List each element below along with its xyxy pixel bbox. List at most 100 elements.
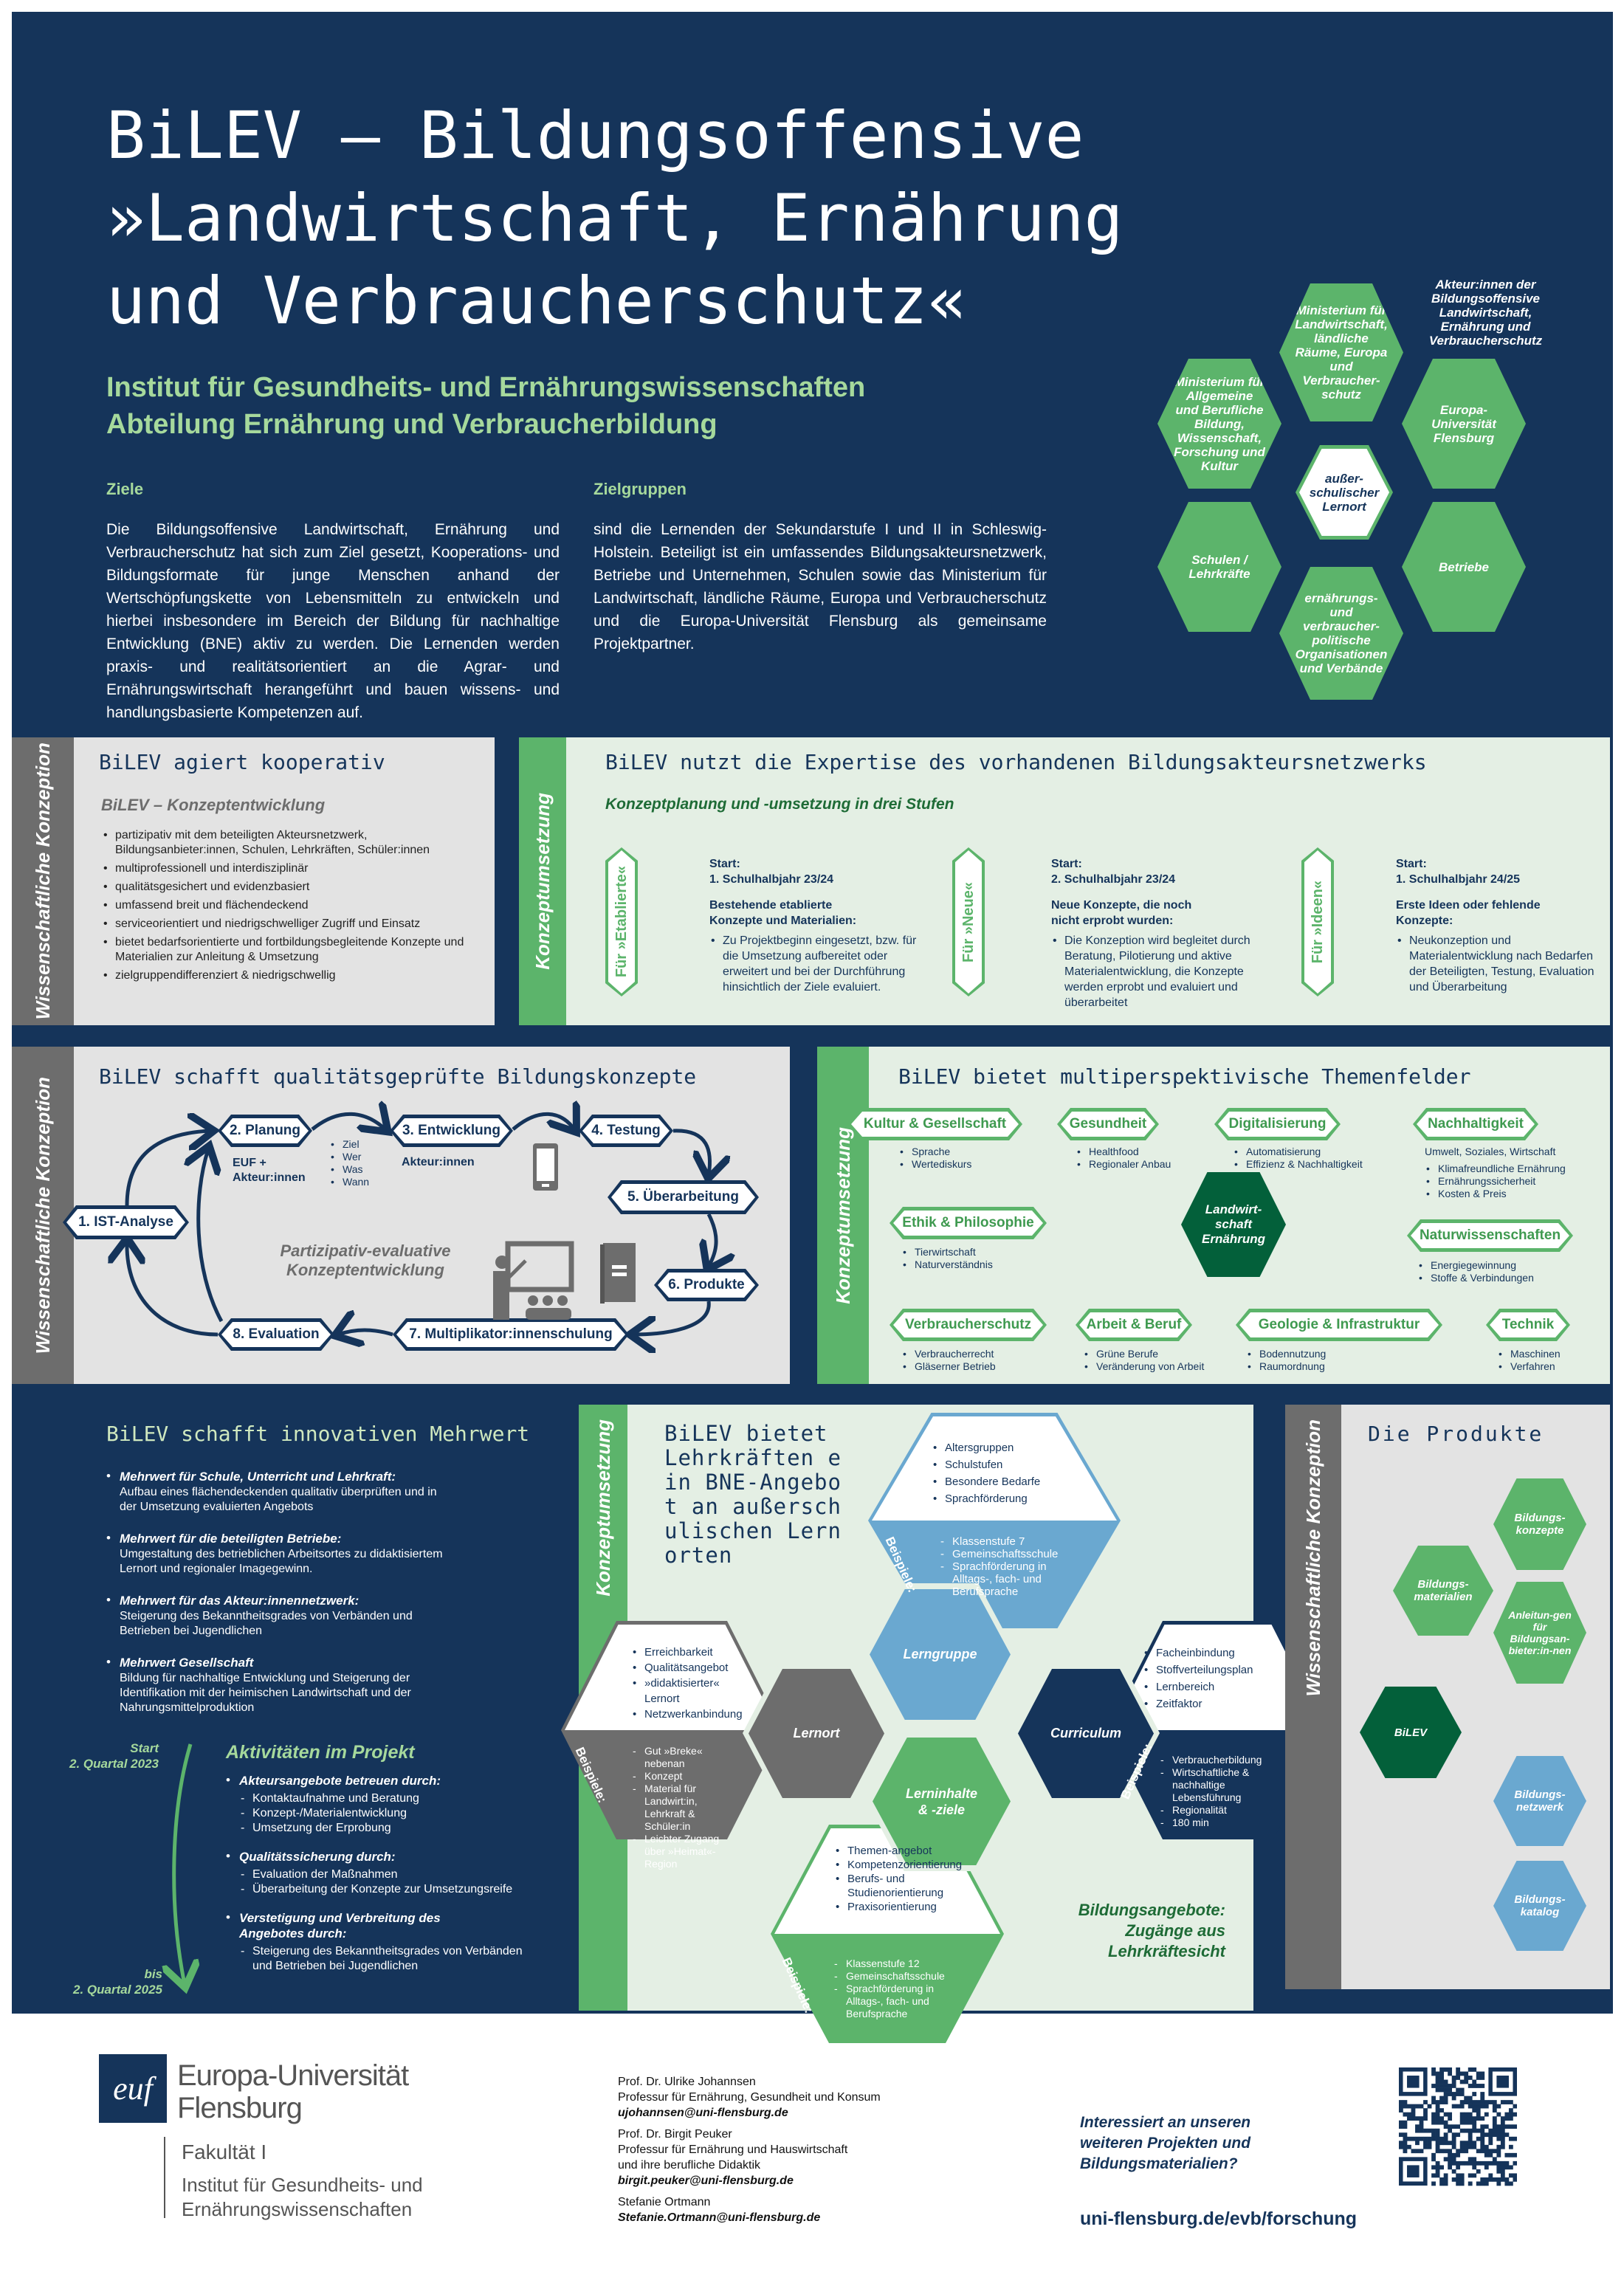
planung-point: Wann [329,1176,369,1188]
aktivitaet-group: •Qualitätssicherung durch:Evaluation der… [226,1849,551,1897]
aktivitaet-items: Steigerung des Bekanntheitsgrades von Ve… [239,1944,534,1974]
cta-line: Interessiert an unseren [1080,2114,1251,2131]
aktivitaeten-title: Aktivitäten im Projekt [226,1742,415,1763]
bullet-dot: • [226,1773,230,1787]
contact-email[interactable]: birgit.peuker@uni-flensburg.de [618,2174,794,2187]
lernort-aspect: Erreichbarkeit [631,1645,720,1660]
themenfeld-tag: Arbeit & Beruf [1076,1309,1192,1341]
ziele-heading: Ziele [106,480,144,498]
website-link[interactable]: uni-flensburg.de/evb/forschung [1080,2208,1358,2229]
lernorte-caption: Bildungsangebote: Zugänge aus Lehrkräfte… [1033,1900,1225,1962]
expertise-sidebar: Konzeptumsetzung [519,737,566,1025]
kooperativ-item: zielgruppendifferenziert & niedrigschwel… [102,968,478,983]
institute-subtitle: Institut für Gesundheits- und Ernährungs… [106,369,865,443]
lerninhalte-example: Klassenstufe 12 [833,1957,951,1970]
process-step-multiplikator: 7. Multiplikator:innenschulung [393,1318,629,1351]
kooperativ-item: serviceorientiert und niedrigschwelliger… [102,917,478,932]
expertise-title: BiLEV nutzt die Expertise des vorhandene… [605,750,1427,774]
stage-bullet: Zu Projektbeginn eingesetzt, bzw. für di… [709,933,923,995]
lernort-aspect: »didaktisierter« Lernort [631,1676,720,1707]
qr-code[interactable] [1399,2067,1517,2189]
process-step-produkte: 6. Produkte [654,1269,759,1301]
contact-role: und ihre berufliche Didaktik [618,2159,760,2172]
planung-point: Ziel [329,1138,369,1151]
lernort-hex: Lernort [749,1669,884,1798]
zielgruppen-section: Zielgruppen sind die Lernenden der Sekun… [593,480,1047,655]
sidebar-label: Konzeptumsetzung [531,793,554,970]
planung-note: EUF + Akteur:innen [233,1157,306,1184]
stage-bullets: Neukonzeption und Materialentwicklung na… [1396,933,1610,995]
mehrwert-text: Bildung für nachhaltige Entwicklung und … [120,1672,411,1714]
lerninhalte-example: Gemeinschaftsschule [833,1970,951,1983]
mehrwert-item: •Mehrwert für das Akteur:innennetzwerk:S… [106,1593,461,1639]
process-step-testung: 4. Testung [579,1115,673,1147]
stage-tag-label: Für »Ideen« [1309,880,1326,964]
themenfeld-details: EnergiegewinnungStoffe & Verbindungen [1417,1259,1534,1284]
themenfeld-item: Klimafreundliche Ernährung [1425,1163,1566,1175]
themenfeld-details: MaschinenVerfahren [1497,1348,1561,1373]
curriculum-aspects: FacheinbindungStoffverteilungsplanLernbe… [1143,1645,1253,1712]
curriculum-example: Regionalität [1159,1804,1255,1817]
themen-title: BiLEV bietet multiperspektivische Themen… [898,1064,1471,1089]
stage-heading: Neue Konzepte, die noch nicht erprobt wu… [1051,899,1192,927]
tablet-icon [533,1143,558,1191]
lernort-example: Gut »Breke« nebenan [631,1745,734,1770]
lerngruppe-aspect: Schulstufen [932,1456,1040,1473]
themenfeld-label: Digitalisierung [1228,1116,1327,1132]
themenfeld-item: Naturverständnis [901,1258,993,1271]
timeline-end-label: bis [144,1967,162,1981]
themenfeld-tag: Kultur & Gesellschaft [847,1108,1022,1140]
ziele-section: Ziele Die Bildungsoffensive Landwirtscha… [106,480,560,724]
themenfeld-label: Gesundheit [1069,1116,1147,1132]
kooperativ-subtitle: BiLEV – Konzeptentwicklung [101,796,326,814]
lerninhalte-examples: Klassenstufe 12GemeinschaftsschuleSprach… [833,1957,951,2020]
aktivitaet-group: •Verstetigung und Verbreitung des Angebo… [226,1910,551,1974]
lerninhalte-aspects: Themen-angebotKompetenzorientierungBeruf… [834,1844,962,1914]
sidebar-label: Wissenschaftliche Konzeption [31,1076,54,1354]
aktivitaet-item: Kontaktaufnahme und Beratung [239,1791,534,1806]
bullet-dot: • [226,1849,230,1863]
planung-points: ZielWerWasWann [329,1138,369,1188]
subtitle-line: Abteilung Ernährung und Verbraucherbildu… [106,409,718,440]
lerninhalte-aspect: Praxisorientierung [834,1900,960,1914]
themenfeld-item: Gläserner Betrieb [901,1360,996,1373]
themenfeld-item: Bodennutzung [1246,1348,1326,1360]
themenfeld-item: Veränderung von Arbeit [1083,1360,1204,1373]
lerngruppe-aspect: Sprachförderung [932,1490,1040,1507]
mehrwert-head: Mehrwert für das Akteur:innennetzwerk: [120,1594,359,1608]
themenfeld-item: Verfahren [1497,1360,1561,1373]
themenfeld-item: Effizienz & Nachhaltigkeit [1233,1158,1363,1171]
themenfeld-details: Grüne BerufeVeränderung von Arbeit [1083,1348,1204,1373]
university-line: Europa-Universität [177,2059,409,2092]
subtitle-line: Institut für Gesundheits- und Ernährungs… [106,372,866,403]
contact-name: Prof. Dr. Ulrike Johannsen [618,2076,756,2088]
university-name: Europa-Universität Flensburg [177,2059,409,2124]
aktivitaet-head: Akteursangebote betreuen durch: [239,1774,441,1788]
mehrwert-head: Mehrwert für die beteiligten Betriebe: [120,1532,342,1546]
title-line: »Landwirtschaft, Ernährung [106,180,1124,256]
mehrwert-head: Mehrwert Gesellschaft [120,1656,254,1670]
themenfeld-item: Stoffe & Verbindungen [1417,1272,1534,1284]
stage-period: 2. Schulhalbjahr 23/24 [1051,873,1176,886]
contact-email[interactable]: Stefanie.Ortmann@uni-flensburg.de [618,2211,821,2224]
product-hex-anleitungen: Anleitun-gen für Bildungsan-bieter:in-ne… [1493,1582,1586,1684]
themenfeld-item: Wertediskurs [898,1158,971,1171]
qualitaet-title: BiLEV schafft qualitätsgeprüfte Bildungs… [99,1064,697,1089]
caption-line: Bildungsangebote: [1078,1901,1225,1919]
process-step-planung: 2. Planung [218,1115,312,1147]
zielgruppen-heading: Zielgruppen [593,480,687,498]
contact-email[interactable]: ujohannsen@uni-flensburg.de [618,2107,788,2119]
produkte-title: Die Produkte [1368,1422,1544,1446]
mehrwert-item: •Mehrwert für die beteiligten Betriebe:U… [106,1531,461,1577]
themenfeld-item: Tierwirtschaft [901,1246,993,1258]
aktivitaet-item: Steigerung des Bekanntheitsgrades von Ve… [239,1944,534,1974]
caption-line: Lehrkräftesicht [1108,1942,1225,1960]
kooperativ-title: BiLEV agiert kooperativ [99,750,385,774]
product-hex-bilev: BiLEV [1360,1687,1462,1778]
themenfeld-tag: Verbraucherschutz [890,1309,1047,1341]
stage-tag: Für »Ideen« [1301,847,1334,996]
stage-tag: Für »Neue« [952,847,985,996]
